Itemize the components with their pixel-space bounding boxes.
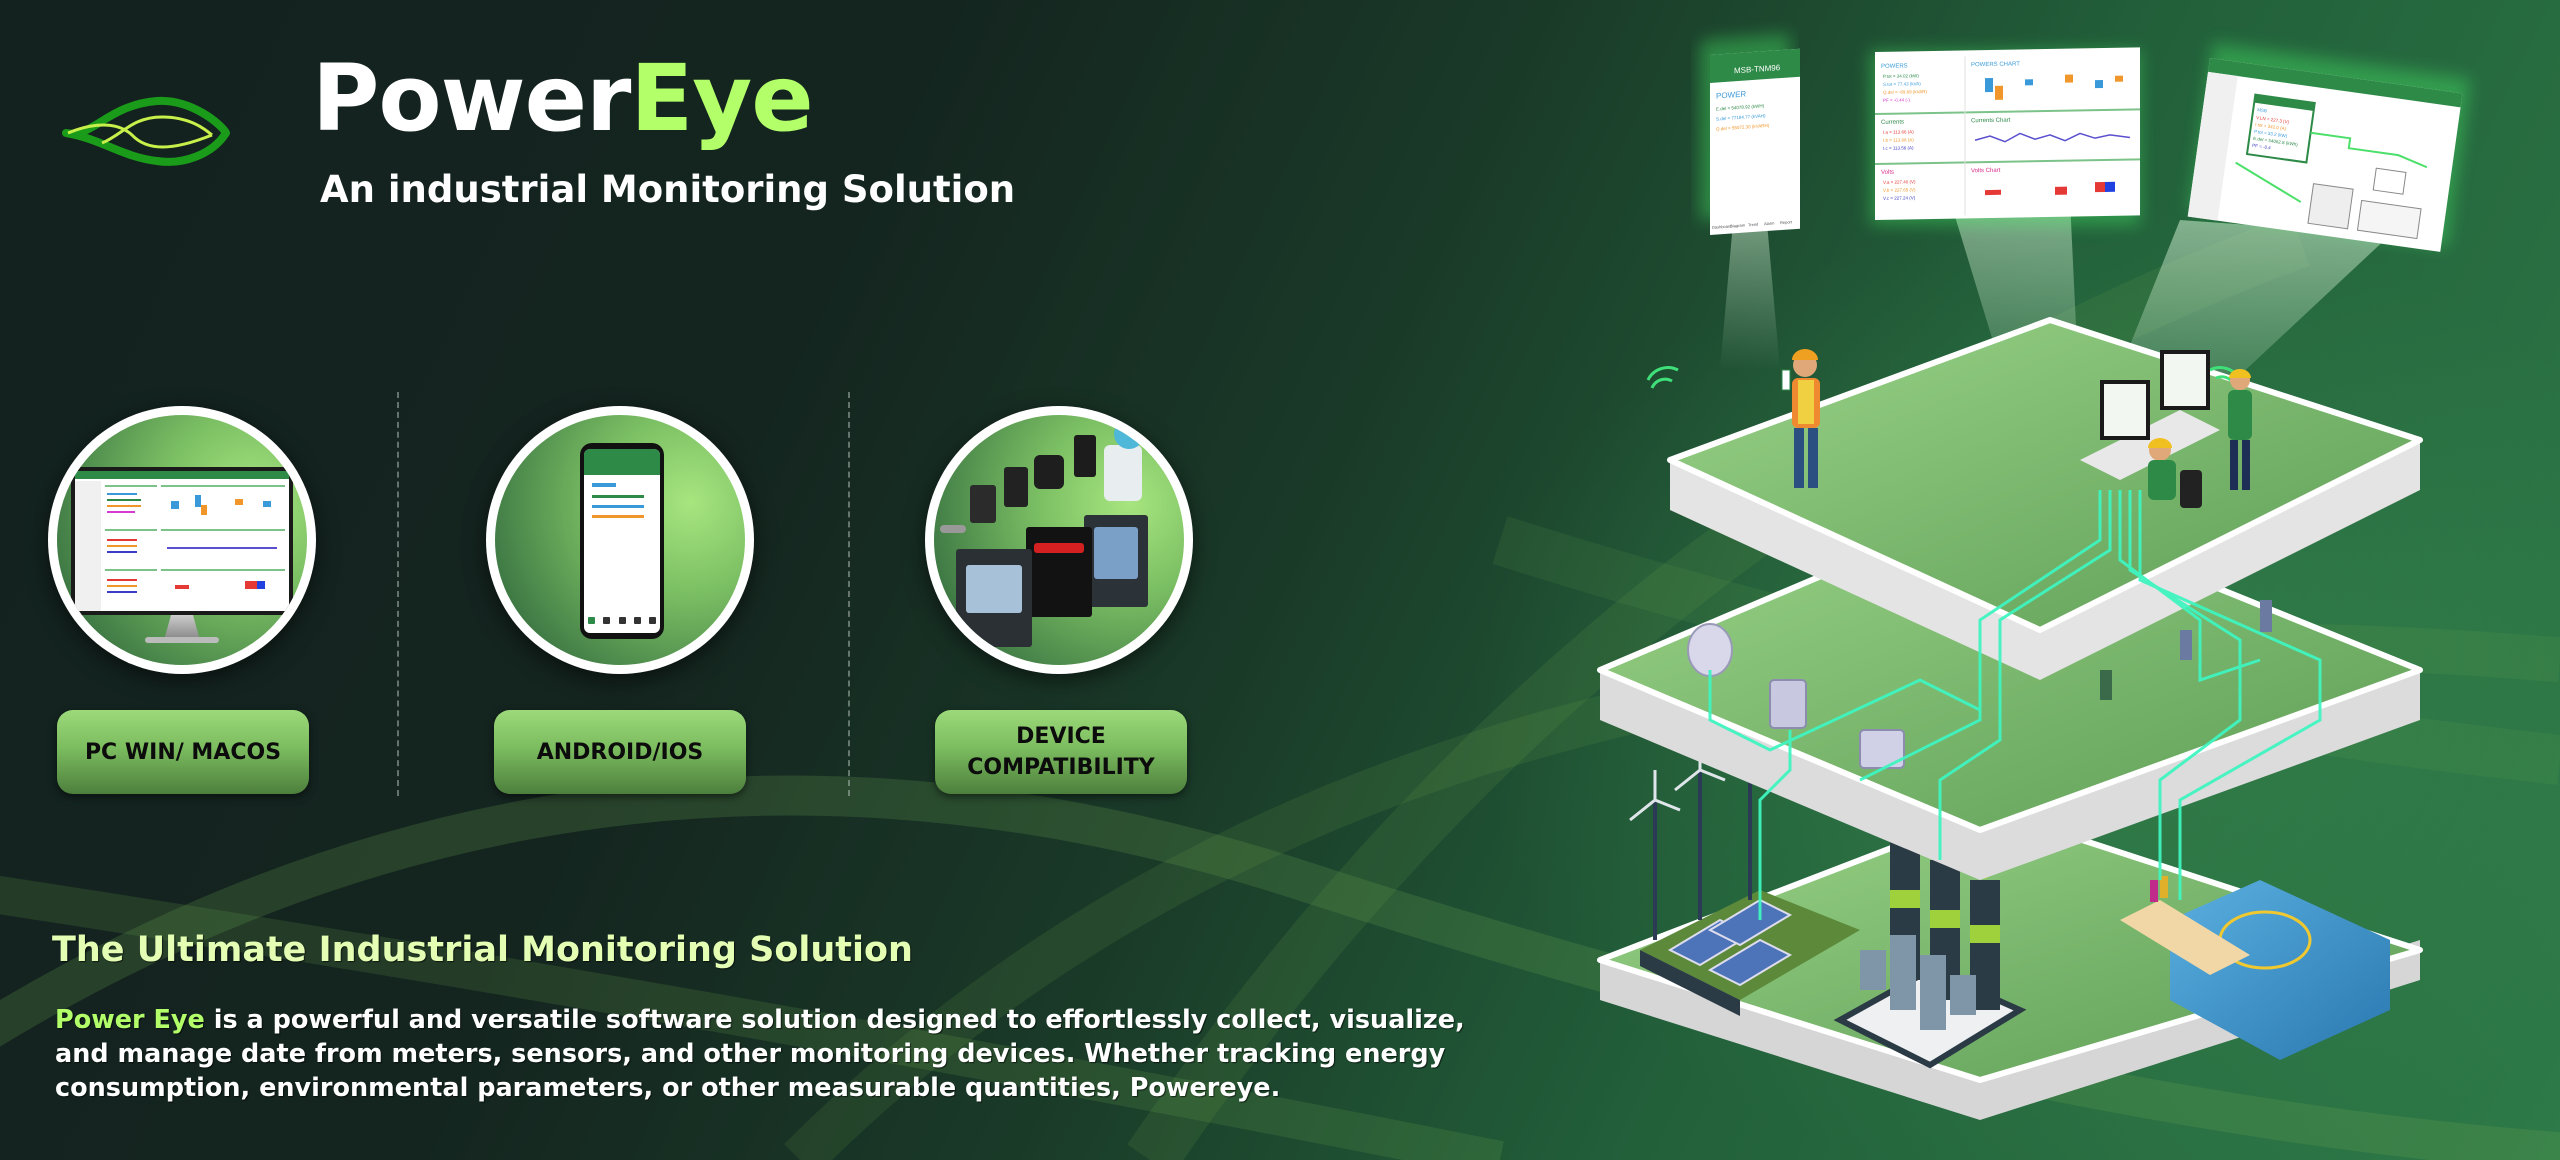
diagram-card-row: I.tot = 342.0 (A) — [2255, 122, 2287, 131]
floating-dashboard-screen: POWERS POWERS CHART Currents Currents Ch… — [1870, 47, 2140, 225]
dashboard-value: V.a = 227.40 (V) — [1883, 179, 1916, 185]
dashboard-value: I.b = 113.68 (A) — [1883, 137, 1914, 143]
floating-phone-screen: MSB-TNM96 POWER E.del = 54078.92 (kWH) S… — [1700, 34, 1800, 235]
floating-phone-nav: Report — [1780, 219, 1793, 225]
description-text: is a powerful and versatile software sol… — [55, 1005, 1465, 1103]
platform-mobile-button[interactable]: ANDROID/IOS — [494, 710, 746, 794]
dashboard-value: PF = -0.44 (-) — [1883, 97, 1910, 102]
floating-phone-title: MSB-TNM96 — [1734, 63, 1781, 75]
brand-title-part2: Eye — [630, 45, 813, 152]
diagram-card-row: PF = -0.4 — [2252, 143, 2272, 151]
dashboard-panel-title: Volts — [1881, 170, 1894, 176]
fish-pond — [2120, 876, 2390, 1060]
desktop-monitor-icon — [71, 467, 293, 615]
device-compatibility-label-line2: COMPATIBILITY — [967, 755, 1155, 780]
dashboard-panel-title: Currents — [1881, 119, 1904, 125]
floating-phone-row: S.del = 77184.77 (kVAH) — [1716, 113, 1766, 121]
floating-phone-section: POWER — [1716, 89, 1746, 100]
devices-feature-image — [925, 406, 1193, 674]
floating-phone-nav: Alarm — [1764, 220, 1775, 226]
mobile-feature-image — [486, 406, 754, 674]
leaf-wave-logo — [62, 96, 230, 166]
dashboard-value: Q.del = -69.69 (kVAR) — [1883, 89, 1928, 95]
device-compatibility-label-line1: DEVICE — [1016, 724, 1106, 749]
dashboard-value: S.tot = 77.43 (kVA) — [1883, 81, 1921, 87]
platform-level-bottom — [1597, 710, 2423, 1120]
floating-phone-nav: Dashboard — [1712, 223, 1732, 229]
dashboard-value: V.b = 227.65 (V) — [1883, 187, 1916, 193]
feature-divider — [848, 392, 850, 796]
brand-title-part1: Power — [312, 45, 631, 152]
device-compatibility-button[interactable]: DEVICE COMPATIBILITY — [935, 710, 1187, 794]
platform-pc-label: PC WIN/ MACOS — [84, 739, 282, 765]
floating-phone-nav: Trend — [1748, 222, 1758, 228]
dashboard-panel-title: POWERS CHART — [1971, 61, 2020, 68]
diagram-card-row: E.del = 54062.8 (kWh) — [2253, 136, 2299, 147]
data-wires — [1708, 490, 2322, 920]
dashboard-value: V.c = 227.24 (V) — [1883, 195, 1916, 201]
isometric-monitoring-illustration: MSB-TNM96 POWER E.del = 54078.92 (kWH) S… — [1597, 34, 2471, 1120]
dashboard-value: I.a = 113.66 (A) — [1883, 129, 1914, 135]
floating-diagram-screen: MSB V.LN = 227.3 (V) I.tot = 342.0 (A) P… — [2187, 42, 2471, 252]
dashboard-panel-title: Volts Chart — [1971, 168, 2001, 175]
feature-divider — [397, 392, 399, 796]
smartphone-icon — [580, 443, 664, 639]
floating-phone-row: Q.del = 55072.30 (kVARH) — [1716, 123, 1770, 132]
dashboard-value: P.tot = 34.02 (kW) — [1883, 73, 1919, 79]
energy-meters — [1687, 600, 2272, 769]
desktop-feature-image — [48, 406, 316, 674]
dashboard-panel-title: POWERS — [1881, 63, 1908, 69]
diagram-card-row: V.LN = 227.3 (V) — [2256, 115, 2290, 125]
floating-phone-row: E.del = 54078.92 (kWH) — [1716, 103, 1765, 111]
control-desk — [2080, 350, 2252, 508]
section-headline: The Ultimate Industrial Monitoring Solut… — [52, 930, 913, 970]
solar-panels — [1667, 898, 1793, 987]
floating-phone-nav: Diagram — [1730, 223, 1746, 229]
platform-level-top — [1646, 317, 2423, 680]
brand-title: PowerEye — [312, 45, 814, 152]
meters-sensors-icon — [934, 415, 1184, 665]
diagram-card-row: P.tot = 33.2 (kW) — [2254, 129, 2288, 139]
brand-tagline: An industrial Monitoring Solution — [320, 168, 1016, 211]
dashboard-value: I.c = 113.56 (A) — [1883, 145, 1914, 151]
dashboard-panel-title: Currents Chart — [1971, 118, 2011, 125]
description-highlight: Power Eye — [55, 1005, 205, 1035]
field-worker — [1781, 349, 1820, 488]
platform-pc-button[interactable]: PC WIN/ MACOS — [57, 710, 309, 794]
diagram-card-title: MSB — [2257, 107, 2267, 113]
description-paragraph: Power Eye is a powerful and versatile so… — [55, 1003, 1495, 1105]
platform-mobile-label: ANDROID/IOS — [536, 739, 704, 765]
